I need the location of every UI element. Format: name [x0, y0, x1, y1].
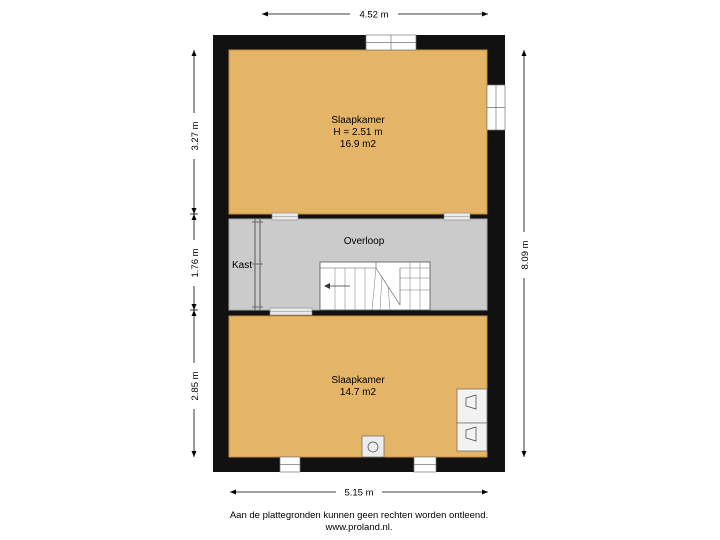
room-bedroom-top — [228, 49, 488, 215]
dimension-bottom: 5.15 m — [230, 486, 488, 499]
door-openings — [269, 212, 471, 316]
room-label-closet: Kast — [232, 260, 252, 271]
window-top — [365, 34, 417, 51]
footer-disclaimer: Aan de plattegronden kunnen geen rechten… — [230, 510, 488, 521]
dimension-left-bottom-label: 2.85 m — [190, 371, 201, 400]
room-height-bedroom-top: H = 2.51 m — [333, 127, 382, 138]
window-right — [486, 84, 506, 131]
dimension-right-label: 8.09 m — [520, 240, 531, 269]
radiator-fixture — [361, 435, 385, 458]
room-label-bedroom-top: Slaapkamer — [331, 115, 385, 126]
dimension-right: 8.09 m — [517, 50, 531, 457]
room-bedroom-bottom — [228, 315, 488, 458]
wardrobe-fixture — [456, 388, 488, 452]
closet-doors — [252, 219, 263, 310]
window-bottom-left — [279, 456, 301, 473]
dimension-left-middle-label: 1.76 m — [190, 248, 201, 277]
window-bottom-right — [413, 456, 437, 473]
dimension-top-label: 4.52 m — [359, 10, 388, 21]
room-label-landing: Overloop — [344, 236, 385, 247]
room-label-bedroom-bottom: Slaapkamer — [331, 375, 385, 386]
dimension-top: 4.52 m — [262, 8, 488, 21]
staircase — [319, 261, 431, 311]
room-area-bedroom-bottom: 14.7 m2 — [340, 387, 377, 398]
dimension-left: 3.27 m 1.76 m 2.85 m — [187, 50, 201, 457]
dimension-left-top-label: 3.27 m — [190, 121, 201, 150]
footer-website: www.proland.nl. — [324, 522, 392, 533]
dimension-bottom-label: 5.15 m — [344, 488, 373, 499]
room-area-bedroom-top: 16.9 m2 — [340, 139, 377, 150]
